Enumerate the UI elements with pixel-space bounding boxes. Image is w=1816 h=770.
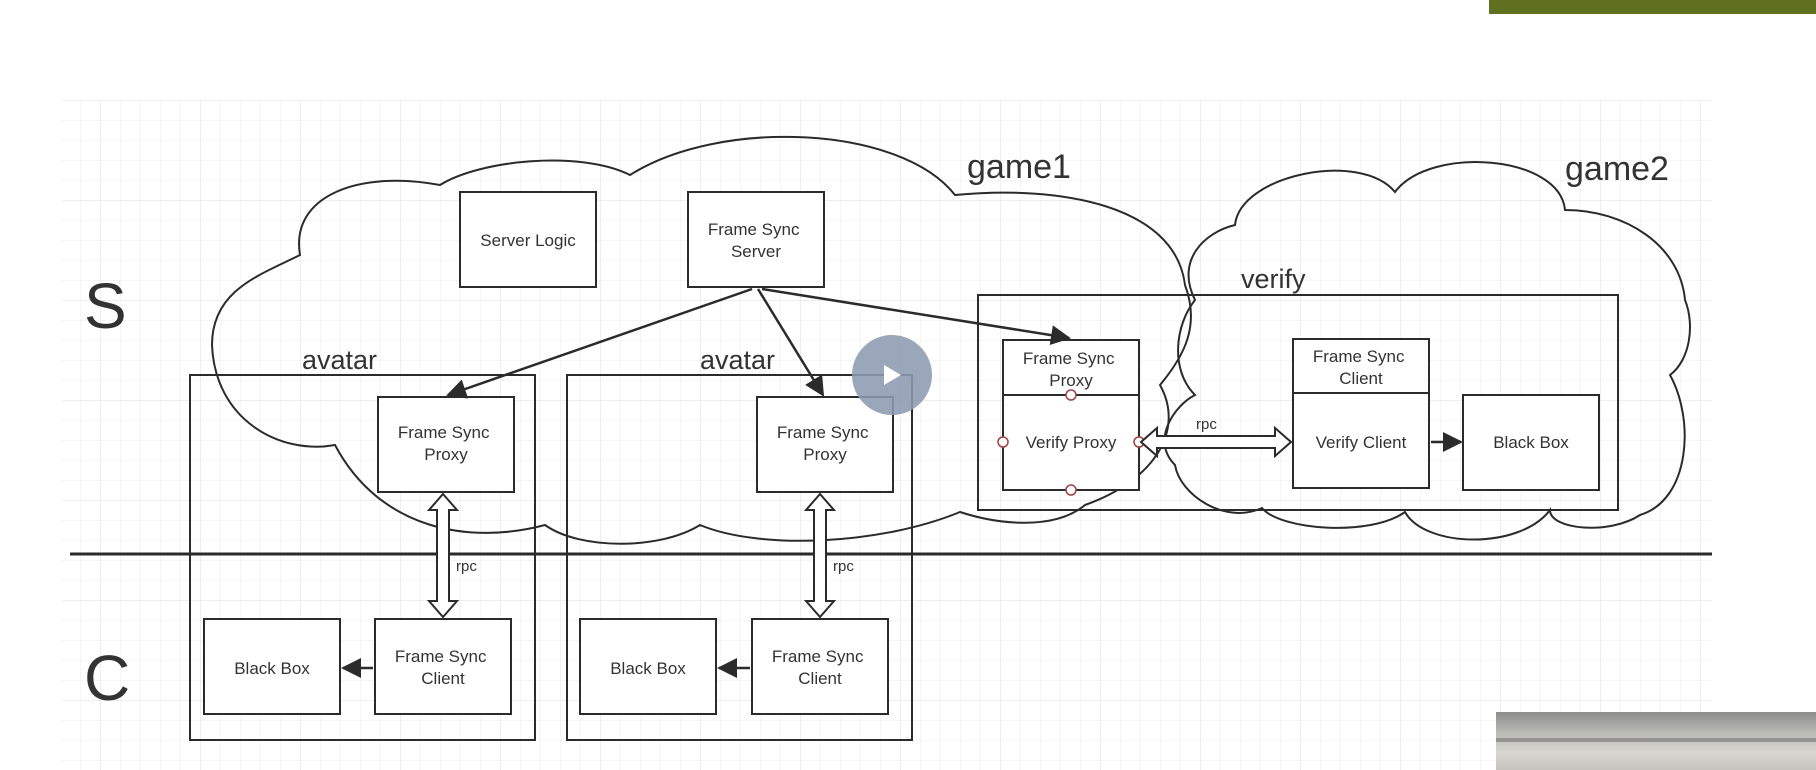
verify-client-line-1: Verify Client bbox=[1316, 433, 1407, 452]
client-middle-fs-box bbox=[751, 618, 889, 715]
server-logic-line-1: Server Logic bbox=[480, 231, 576, 250]
verify-proxy-text: Verify Proxy bbox=[1026, 433, 1117, 452]
port-left bbox=[997, 436, 1009, 448]
client-left-fs-text: Frame Sync Client bbox=[395, 647, 491, 688]
verify-fs-proxy-text: Frame Sync Proxy bbox=[1023, 349, 1119, 390]
port-top bbox=[1065, 389, 1077, 401]
rpc-verify-label: rpc bbox=[1196, 416, 1217, 433]
server-side-label: S bbox=[84, 270, 127, 342]
verify-black-box-line-1: Black Box bbox=[1493, 433, 1569, 452]
client-middle-fs-text: Frame Sync Client bbox=[772, 647, 868, 688]
rpc-verify-double-arrow bbox=[1139, 425, 1293, 459]
port-bottom bbox=[1065, 484, 1077, 496]
server-logic-box bbox=[459, 191, 597, 288]
client-left-fs-line-2: Client bbox=[421, 669, 465, 688]
verify-group bbox=[977, 294, 1619, 511]
proxy-left-box bbox=[377, 396, 515, 493]
game2-cloud bbox=[1163, 161, 1691, 541]
proxy-left-line-2: Proxy bbox=[424, 445, 468, 464]
avatar-left-label: avatar bbox=[302, 345, 377, 375]
client-left-bb-line-1: Black Box bbox=[234, 659, 310, 678]
frame-sync-server-text: Frame Sync Server bbox=[708, 220, 804, 261]
proxy-middle-box bbox=[756, 396, 894, 493]
client-left-fs-box bbox=[374, 618, 512, 715]
verify-black-box bbox=[1462, 394, 1600, 491]
verify-fs-client-box bbox=[1292, 338, 1430, 394]
verify-label: verify bbox=[1241, 264, 1306, 294]
webcam-stripe bbox=[1496, 738, 1816, 742]
rpc-left-double-arrow bbox=[426, 492, 460, 619]
frame-sync-server-line-1: Frame Sync bbox=[708, 220, 800, 239]
verify-fs-client-line-1: Frame Sync bbox=[1313, 347, 1405, 366]
video-play-button[interactable] bbox=[852, 335, 932, 415]
client-middle-fs-line-2: Client bbox=[798, 669, 842, 688]
client-left-bb-box bbox=[203, 618, 341, 715]
rpc-middle-label: rpc bbox=[833, 558, 854, 575]
game2-label: game2 bbox=[1565, 150, 1669, 188]
client-left-fs-line-1: Frame Sync bbox=[395, 647, 487, 666]
avatar-left-group bbox=[189, 374, 536, 741]
verify-proxy-line-1: Verify Proxy bbox=[1026, 433, 1117, 452]
proxy-middle-line-1: Frame Sync bbox=[777, 423, 869, 442]
avatar-middle-group bbox=[566, 374, 913, 741]
frame-sync-server-line-2: Server bbox=[731, 242, 781, 261]
client-middle-bb-line-1: Black Box bbox=[610, 659, 686, 678]
server-logic-text: Server Logic bbox=[480, 231, 576, 250]
verify-fs-client-line-2: Client bbox=[1339, 369, 1383, 388]
verify-client-text: Verify Client bbox=[1316, 433, 1407, 452]
play-icon[interactable] bbox=[884, 365, 901, 385]
rpc-middle-double-arrow bbox=[803, 492, 837, 619]
verify-client-box bbox=[1292, 392, 1430, 489]
client-left-bb-text: Black Box bbox=[234, 659, 310, 678]
client-middle-bb-box bbox=[579, 618, 717, 715]
arrow-server-to-verify-proxy bbox=[761, 287, 1071, 346]
verify-fs-proxy-line-1: Frame Sync bbox=[1023, 349, 1115, 368]
game1-cloud bbox=[210, 135, 1192, 545]
rpc-left-label: rpc bbox=[456, 558, 477, 575]
avatar-middle-label: avatar bbox=[700, 345, 775, 375]
webcam-thumbnail bbox=[1496, 712, 1816, 770]
proxy-left-text: Frame Sync Proxy bbox=[398, 423, 494, 464]
verify-fs-client-text: Frame Sync Client bbox=[1313, 347, 1409, 388]
arrow-server-to-middle-proxy bbox=[756, 288, 825, 397]
verify-fs-proxy-line-2: Proxy bbox=[1049, 371, 1093, 390]
top-right-color-bar bbox=[1489, 0, 1816, 14]
proxy-middle-line-2: Proxy bbox=[803, 445, 847, 464]
verify-black-box-text: Black Box bbox=[1493, 433, 1569, 452]
proxy-middle-text: Frame Sync Proxy bbox=[777, 423, 873, 464]
client-middle-fs-line-1: Frame Sync bbox=[772, 647, 864, 666]
game1-label: game1 bbox=[967, 148, 1071, 186]
arrow-server-to-left-proxy bbox=[446, 287, 753, 399]
client-middle-bb-text: Black Box bbox=[610, 659, 686, 678]
proxy-left-line-1: Frame Sync bbox=[398, 423, 490, 442]
frame-sync-server-box bbox=[687, 191, 825, 288]
client-side-label: C bbox=[84, 642, 130, 714]
